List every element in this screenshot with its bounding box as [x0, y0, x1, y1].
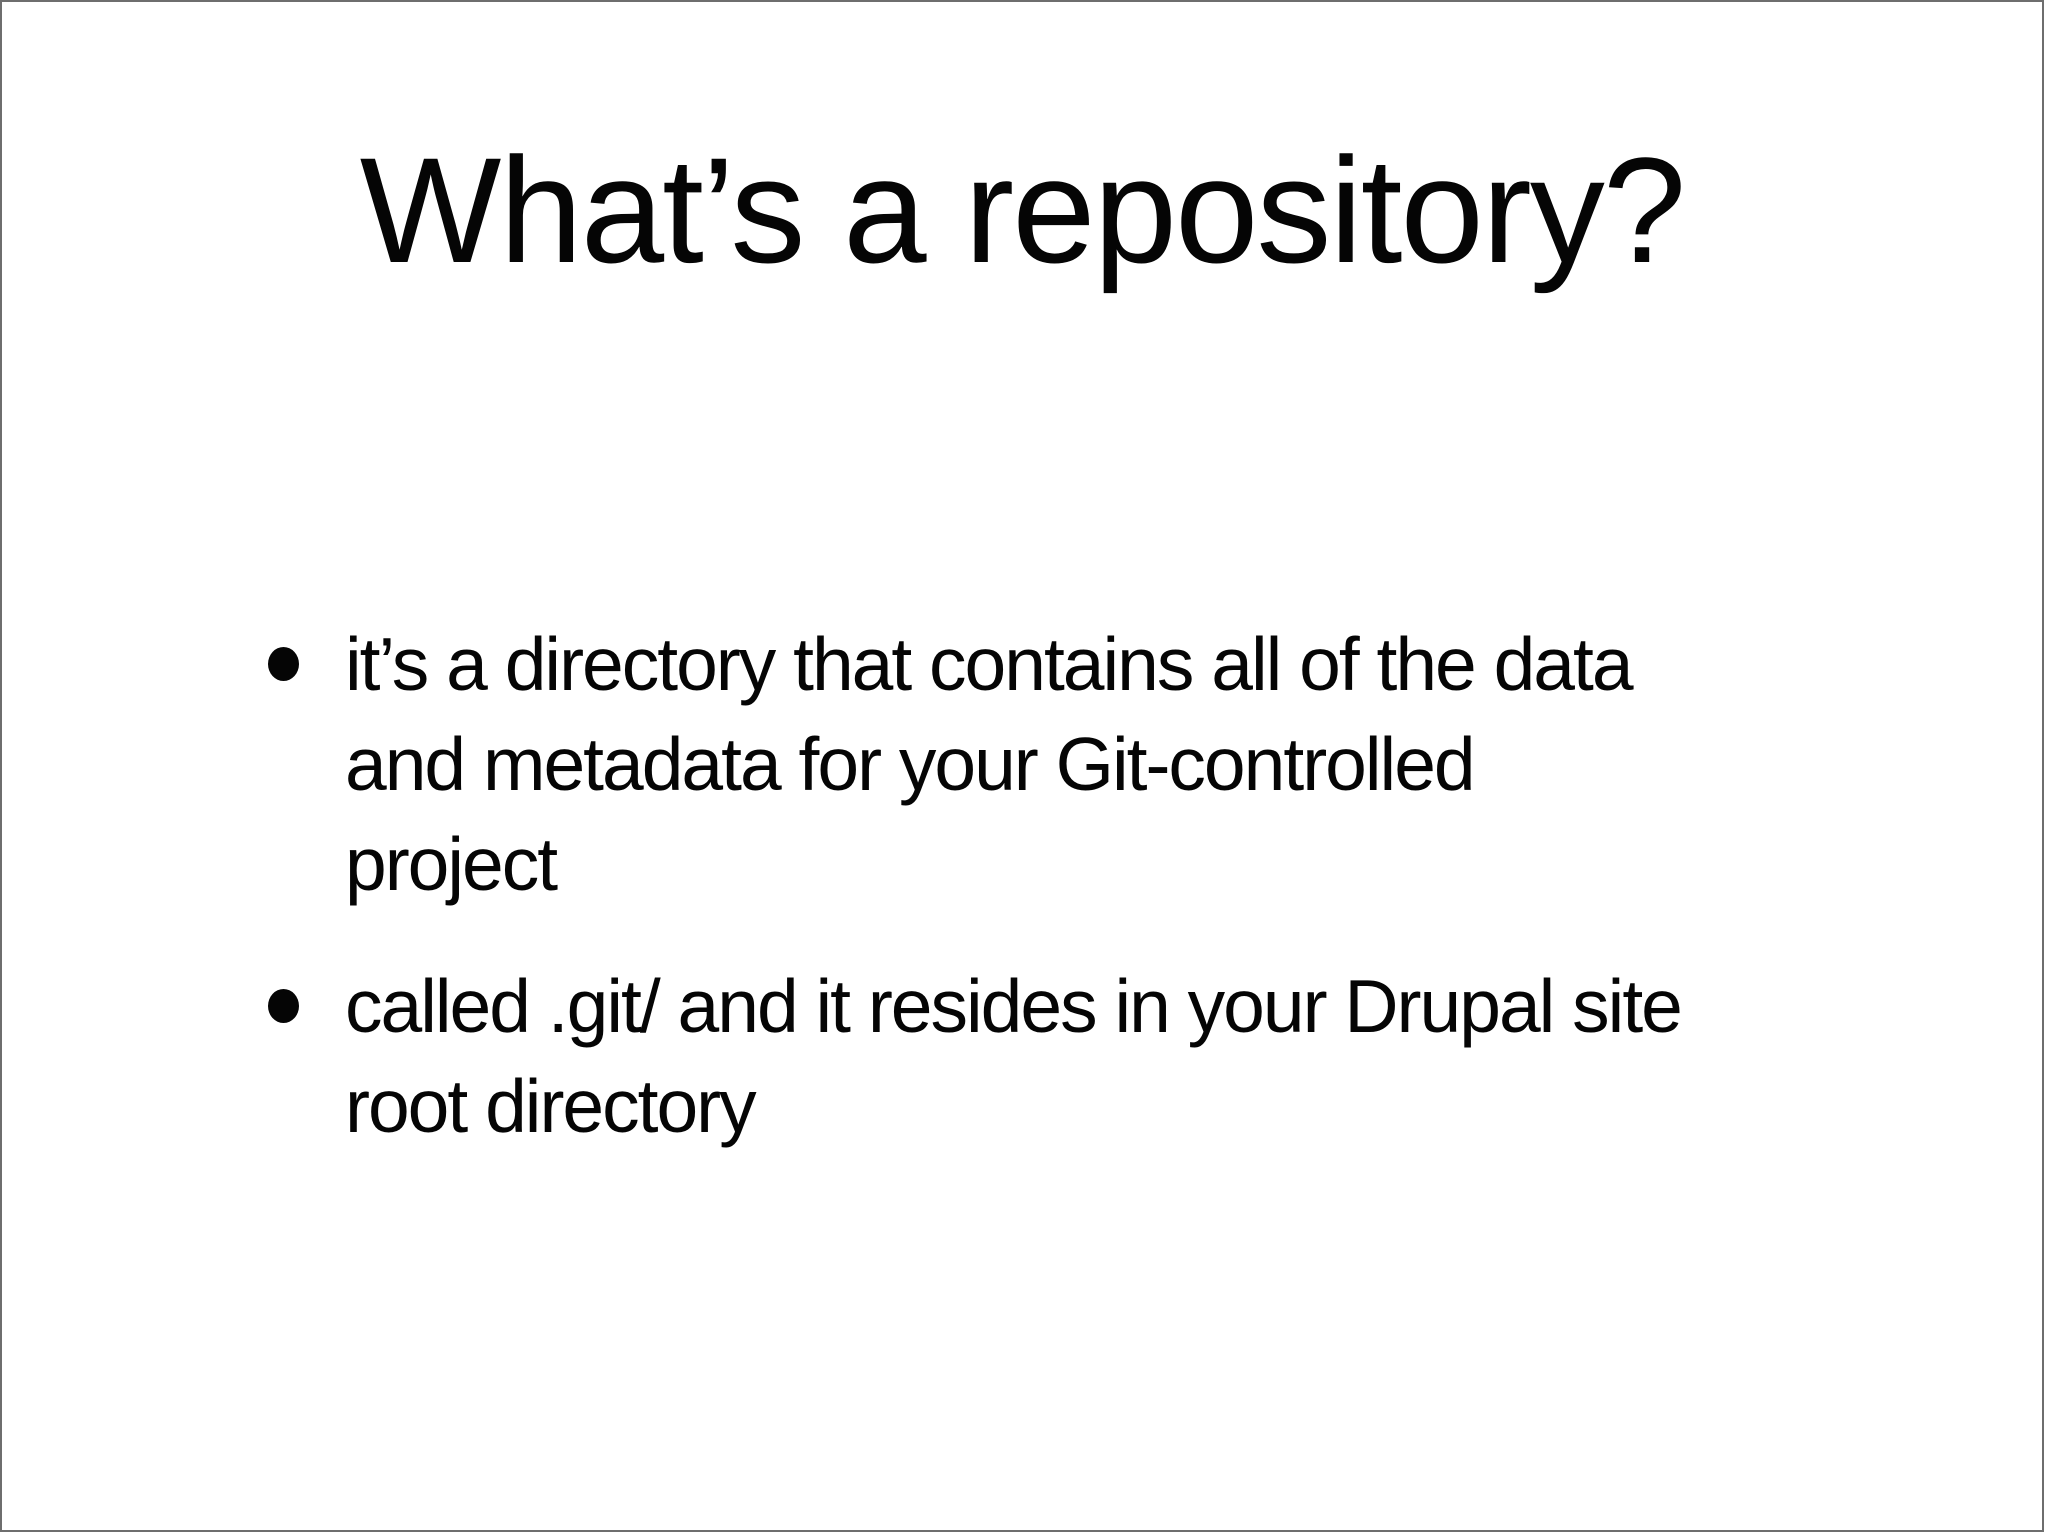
bullet-list: it’s a directory that contains all of th…	[268, 614, 1868, 1156]
bullet-2-line-1: called .git/ and it resides in your Drup…	[345, 964, 1683, 1048]
bullet-item-1: it’s a directory that contains all of th…	[268, 614, 1868, 914]
bullet-2-text: called .git/ and it resides in your Drup…	[345, 956, 1683, 1156]
bullet-item-2: called .git/ and it resides in your Drup…	[268, 956, 1868, 1156]
bullet-dot-icon	[268, 989, 299, 1023]
bullet-2-line-2: root directory	[345, 1064, 757, 1148]
bullet-1-line-2: and metadata for your Git-controlled	[345, 722, 1476, 806]
bullet-1-line-3: project	[345, 822, 558, 906]
bullet-1-text: it’s a directory that contains all of th…	[345, 614, 1634, 914]
slide-title: What’s a repository?	[359, 126, 1687, 294]
bullet-1-line-1: it’s a directory that contains all of th…	[345, 622, 1634, 706]
bullet-dot-icon	[268, 647, 299, 681]
